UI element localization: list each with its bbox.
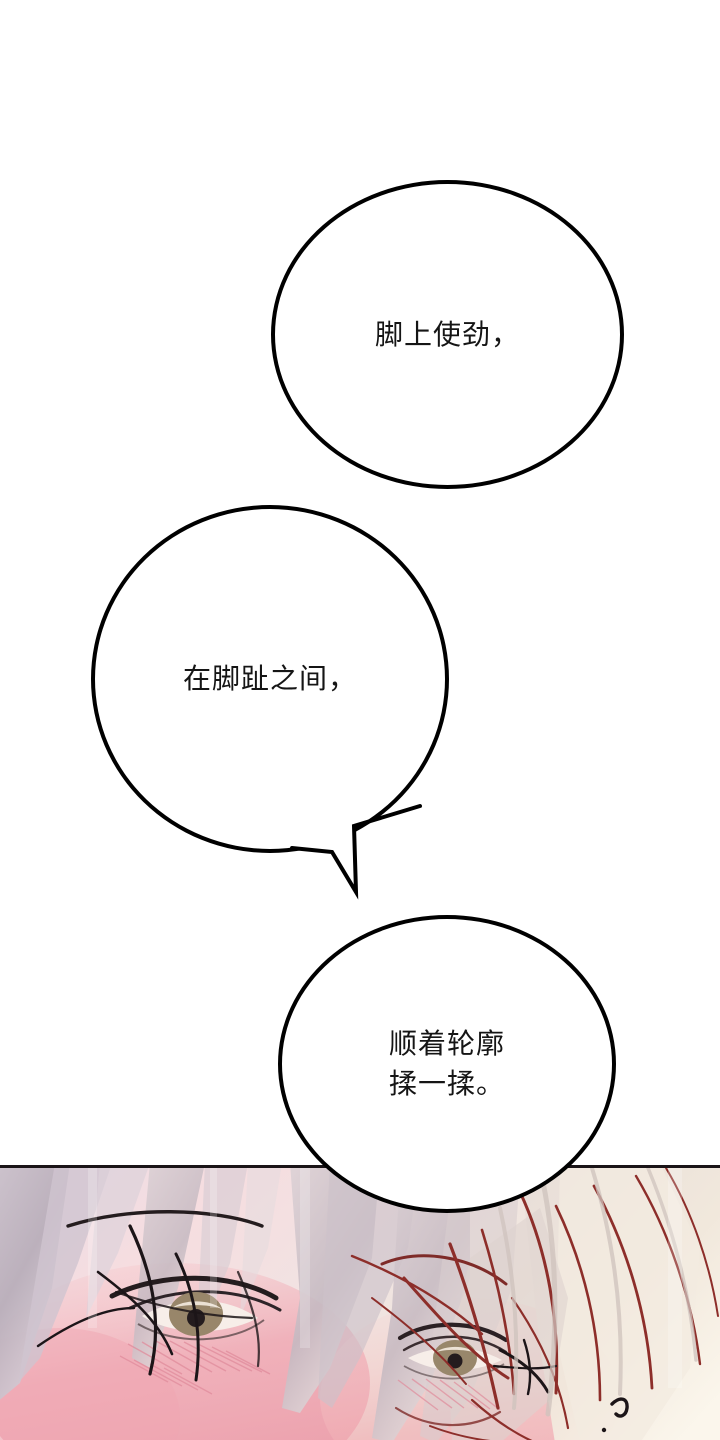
- speech-bubble-2-text: 在脚趾之间，: [182, 663, 357, 695]
- speech-bubble-3: 顺着轮廓 揉一揉。: [278, 915, 616, 1213]
- speech-bubble-1: 脚上使劲，: [271, 180, 624, 489]
- artwork-panel: [0, 1165, 720, 1440]
- speech-bubble-2: 在脚趾之间，: [91, 505, 449, 853]
- speech-bubble-2-tail: [290, 804, 422, 900]
- speech-bubble-3-text: 顺着轮廓 揉一揉。: [388, 1028, 505, 1099]
- speech-bubble-1-text: 脚上使劲，: [374, 318, 520, 350]
- artwork-illustration: [0, 1168, 720, 1440]
